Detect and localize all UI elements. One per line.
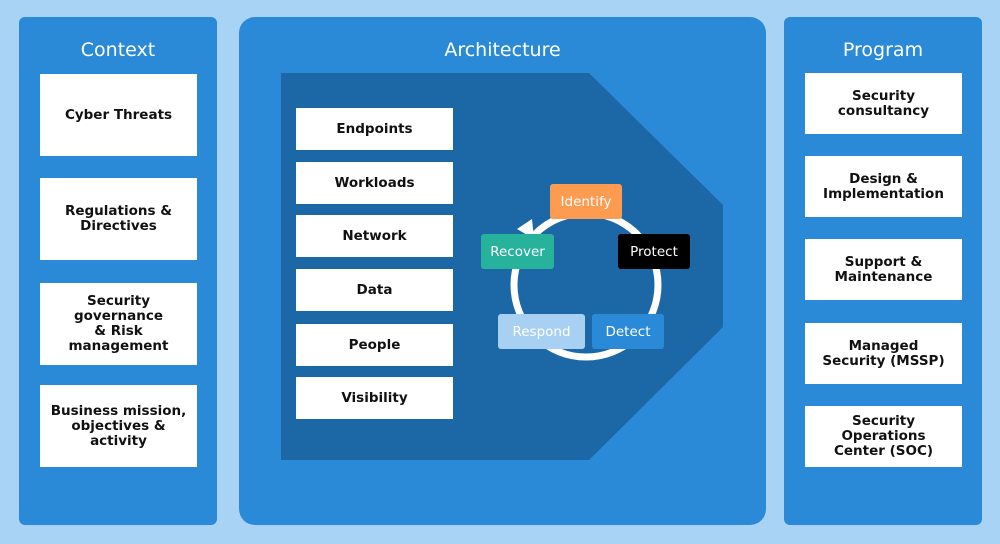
program-card-design-implementation: Design & Implementation [805,156,962,217]
program-card-label: Managed Security (MSSP) [822,337,945,369]
architecture-card-workloads: Workloads [296,162,453,204]
context-card-label: Regulations & Directives [64,203,173,234]
stage-detect: Detect [592,314,664,349]
program-card-soc: Security Operations Center (SOC) [805,406,962,467]
context-card-label: Business mission, objectives & activity [50,402,187,449]
architecture-card-data: Data [296,269,453,311]
context-panel: Context Cyber Threats Regulations & Dire… [19,17,217,525]
stage-recover: Recover [481,234,554,269]
stage-identify: Identify [550,184,622,219]
context-card-label: Security governance & Risk management [68,293,169,354]
program-card-label: Security consultancy [837,87,930,119]
context-title: Context [80,39,156,61]
architecture-panel: Architecture Endpoints Workloads Network… [239,17,766,525]
stage-respond: Respond [498,314,585,349]
program-card-security-consultancy: Security consultancy [805,73,962,134]
program-card-support-maintenance: Support & Maintenance [805,239,962,300]
program-card-label: Security Operations Center (SOC) [833,413,934,459]
stage-protect: Protect [618,234,690,269]
architecture-title: Architecture [444,39,561,61]
context-card-regulations: Regulations & Directives [40,178,197,260]
program-panel: Program Security consultancy Design & Im… [784,17,982,525]
architecture-card-people: People [296,324,453,366]
program-title: Program [842,39,924,61]
context-card-business-mission: Business mission, objectives & activity [40,385,197,467]
program-card-label: Support & Maintenance [834,253,933,285]
architecture-card-network: Network [296,215,453,257]
context-card-label: Cyber Threats [64,106,173,123]
program-card-label: Design & Implementation [823,170,944,202]
architecture-card-endpoints: Endpoints [296,108,453,150]
architecture-card-visibility: Visibility [296,377,453,419]
context-card-governance: Security governance & Risk management [40,283,197,365]
context-card-cyber-threats: Cyber Threats [40,74,197,156]
program-card-managed-security: Managed Security (MSSP) [805,323,962,384]
